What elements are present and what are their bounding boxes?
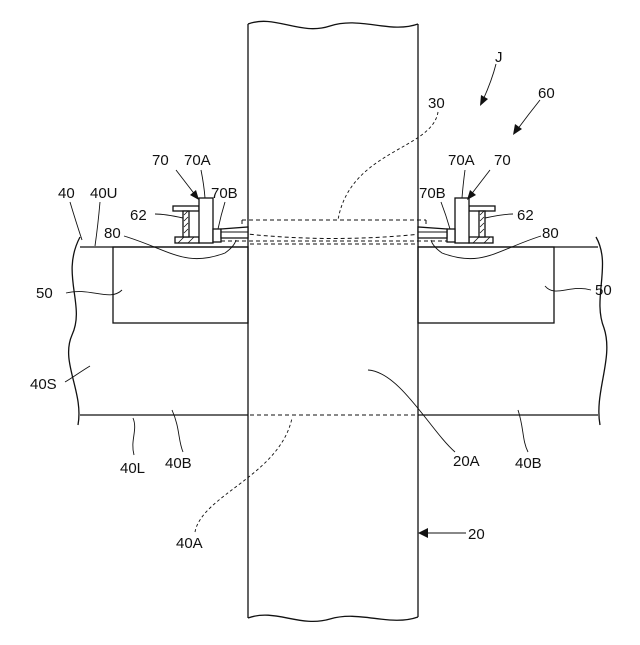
leader-70B-right xyxy=(441,202,450,229)
label-50-left: 50 xyxy=(36,285,53,302)
post-70A-right xyxy=(455,198,469,243)
label-40U: 40U xyxy=(90,185,118,202)
leader-62-right xyxy=(485,214,513,218)
column-top-break xyxy=(248,21,418,28)
slab-left-break-line xyxy=(69,237,80,425)
support-assembly-right xyxy=(418,198,495,243)
clip-70B-left xyxy=(213,229,221,242)
leader-70A-left xyxy=(201,170,205,198)
arrowhead-70-right xyxy=(467,190,476,200)
label-62-right: 62 xyxy=(517,207,534,224)
leader-62-left xyxy=(155,214,183,218)
reference-labels: J 60 30 70 70A 70A 70 40 40U 70B 70B 62 … xyxy=(30,49,612,552)
arrowhead-20 xyxy=(418,528,428,538)
leader-70B-left xyxy=(218,202,225,229)
leader-40L xyxy=(133,418,135,455)
label-20: 20 xyxy=(468,526,485,543)
label-70-left: 70 xyxy=(152,152,169,169)
leader-J xyxy=(483,64,496,100)
leader-60 xyxy=(517,100,540,130)
inner-hidden-outline xyxy=(222,220,446,244)
leader-40U xyxy=(95,202,100,246)
block-50-left xyxy=(113,247,248,323)
label-40: 40 xyxy=(58,185,75,202)
flange-top-left xyxy=(173,206,199,211)
label-80-right: 80 xyxy=(542,225,559,242)
label-70A-left: 70A xyxy=(184,152,211,169)
label-40B-right: 40B xyxy=(515,455,542,472)
leader-70-left xyxy=(176,170,196,196)
hidden-curve-lower xyxy=(222,231,446,239)
leader-20A xyxy=(368,370,455,452)
arrowhead-70-left xyxy=(190,190,199,200)
slab-right-break-line xyxy=(596,237,607,425)
label-50-right: 50 xyxy=(595,282,612,299)
label-80-left: 80 xyxy=(104,225,121,242)
label-70B-left: 70B xyxy=(211,185,238,202)
label-62-left: 62 xyxy=(130,207,147,224)
leader-40B-left xyxy=(172,410,183,452)
leader-40A xyxy=(195,418,292,532)
label-70B-right: 70B xyxy=(419,185,446,202)
leader-70-right xyxy=(470,170,490,196)
leader-40 xyxy=(70,202,82,240)
label-40A: 40A xyxy=(176,535,203,552)
label-40B-left: 40B xyxy=(165,455,192,472)
label-J: J xyxy=(495,49,503,66)
leader-40S xyxy=(65,366,90,382)
support-assembly-left xyxy=(173,198,248,243)
slab-40 xyxy=(69,237,607,425)
column-bottom-break xyxy=(248,615,418,621)
block-50-right xyxy=(418,247,554,323)
label-70A-right: 70A xyxy=(448,152,475,169)
label-30: 30 xyxy=(428,95,445,112)
leader-70A-right xyxy=(462,170,465,198)
label-70-right: 70 xyxy=(494,152,511,169)
leader-30 xyxy=(338,112,438,220)
post-70A-left xyxy=(199,198,213,243)
label-60: 60 xyxy=(538,85,555,102)
leader-50-right xyxy=(545,286,591,291)
column-20 xyxy=(248,21,418,621)
label-40L: 40L xyxy=(120,460,145,477)
label-40S: 40S xyxy=(30,376,57,393)
leader-40B-right xyxy=(518,410,528,452)
label-20A: 20A xyxy=(453,453,480,470)
clip-70B-right xyxy=(447,229,455,242)
flange-top-right xyxy=(469,206,495,211)
